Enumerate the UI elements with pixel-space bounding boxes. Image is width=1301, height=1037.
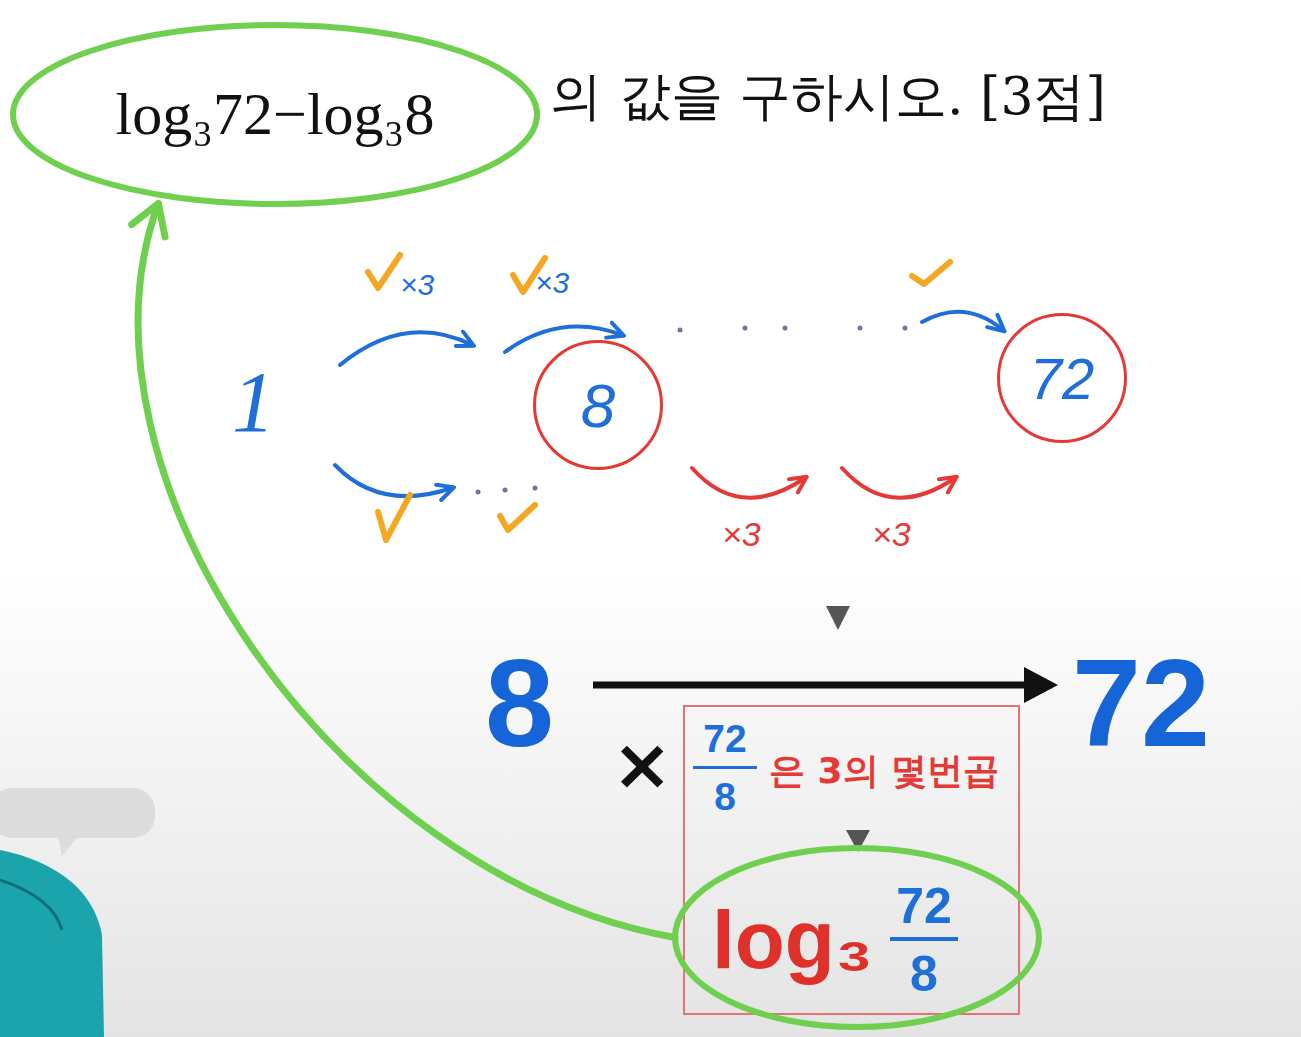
problem-ellipse-stroke [13,25,537,204]
step-label: ×3 [722,515,761,554]
dot [678,328,683,333]
problem-ellipse: log₃72−log₃8 [10,22,540,207]
value-circle-stroke [999,315,1126,442]
check-mark [500,505,535,530]
answer-ellipse: log₃72 8 [672,845,1042,1030]
big-number: 8 [485,632,554,774]
fraction-denominator: 8 [687,775,763,819]
fraction-numerator: 72 [687,717,763,761]
fraction-denominator: 8 [884,945,964,1003]
step-arrow [335,465,452,496]
explanation-box-stroke [684,706,1019,1014]
loop-arrow [132,204,675,938]
step-label: ×3 [400,268,434,302]
presenter-figure-fold [0,880,62,930]
value-circle-stroke [535,342,662,469]
speech-bubble-tail [58,836,78,856]
loop-arrow-head [132,204,165,237]
log-text: log₃ [712,893,873,987]
speech-bubble [0,788,155,838]
big-arrow-line [593,682,1030,689]
step-arrow [922,312,1003,330]
fraction-bar [890,937,958,941]
step-arrow [505,327,622,352]
dot [903,326,908,331]
down-triangle [826,606,850,630]
fraction-bar [693,766,757,769]
explanation-box: 728은 3의 몇번곱log₃728 [683,705,1020,1015]
check-mark [368,255,400,288]
question-text: 은 3의 몇번곱 [769,747,999,796]
start-number: 1 [232,352,275,452]
problem-expression: log₃72−log₃8 [115,80,434,149]
value-circle: 72 [997,313,1127,443]
check-mark [378,495,410,540]
dot [743,326,748,331]
step-arrow [842,468,955,498]
fraction-numerator: 72 [884,877,964,935]
value-circle: 8 [533,340,663,470]
big-number: 72 [1072,632,1210,774]
dot [783,326,788,331]
times-sign: × [612,722,672,806]
value-text: 72 [1030,345,1095,412]
big-arrow-head [1024,667,1058,703]
dot [476,490,481,495]
step-arrow [340,332,472,365]
step-label: ×3 [872,515,911,554]
problem-text: 의 값을 구하시오. [3점] [550,62,1106,132]
dot [858,326,863,331]
check-mark [912,262,950,284]
value-text: 8 [581,370,615,441]
answer-ellipse-stroke [675,848,1039,1027]
presenter-figure [0,850,104,1037]
step-label: ×3 [535,266,569,300]
loop-arrow-line [138,204,675,938]
dot [533,486,538,491]
dot [503,488,508,493]
step-arrow [692,468,805,498]
